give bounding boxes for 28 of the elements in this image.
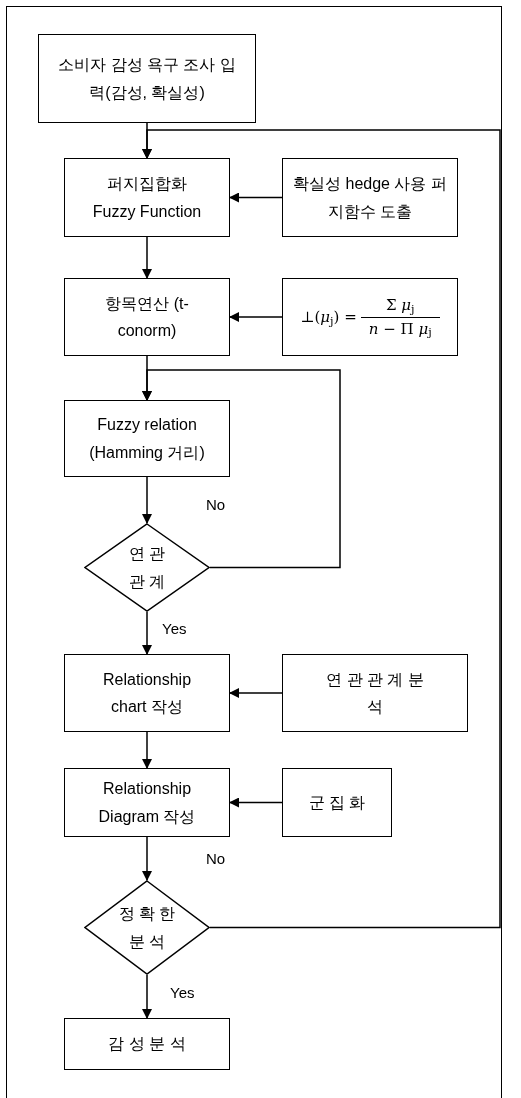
process-box: 군 집 화: [282, 768, 392, 837]
arrow: [229, 192, 283, 203]
decision-text: 연 관 관 계: [127, 544, 167, 592]
arrow: [142, 236, 152, 279]
process-box: 항목연산 (t-conorm): [64, 278, 230, 356]
process-box: 퍼지집합화 Fuzzy Function: [64, 158, 230, 237]
process-box: 감 성 분 석: [64, 1018, 230, 1070]
process-box: 확실성 hedge 사용 퍼지함수 도출: [282, 158, 458, 237]
arrow: [142, 731, 152, 769]
arrow: [142, 476, 152, 524]
arrow: [142, 129, 501, 929]
arrow: [142, 369, 341, 569]
arrow: [142, 974, 152, 1019]
process-box: Fuzzy relation (Hamming 거리): [64, 400, 230, 477]
formula-text: Σ μ$_{j}$: [384, 295, 416, 317]
process-box: Relationship Diagram 작성: [64, 768, 230, 837]
decision-text: 정 확 한 분 석: [117, 904, 177, 952]
formula-box: [282, 278, 458, 356]
arrow: [229, 688, 283, 698]
arrow: [142, 836, 152, 881]
arrow: [229, 797, 283, 808]
process-box: 소비자 감성 욕구 조사 입력(감성, 확실성): [38, 34, 256, 123]
formula-text: ⊥(μ$_{j}$) =: [300, 306, 357, 329]
formula-text: n − Π μ$_{j}$: [367, 318, 433, 340]
process-box: Relationship chart 작성: [64, 654, 230, 732]
process-box: 연 관 관 계 분 석: [282, 654, 468, 732]
arrow: [142, 611, 152, 655]
arrow: [229, 312, 283, 322]
